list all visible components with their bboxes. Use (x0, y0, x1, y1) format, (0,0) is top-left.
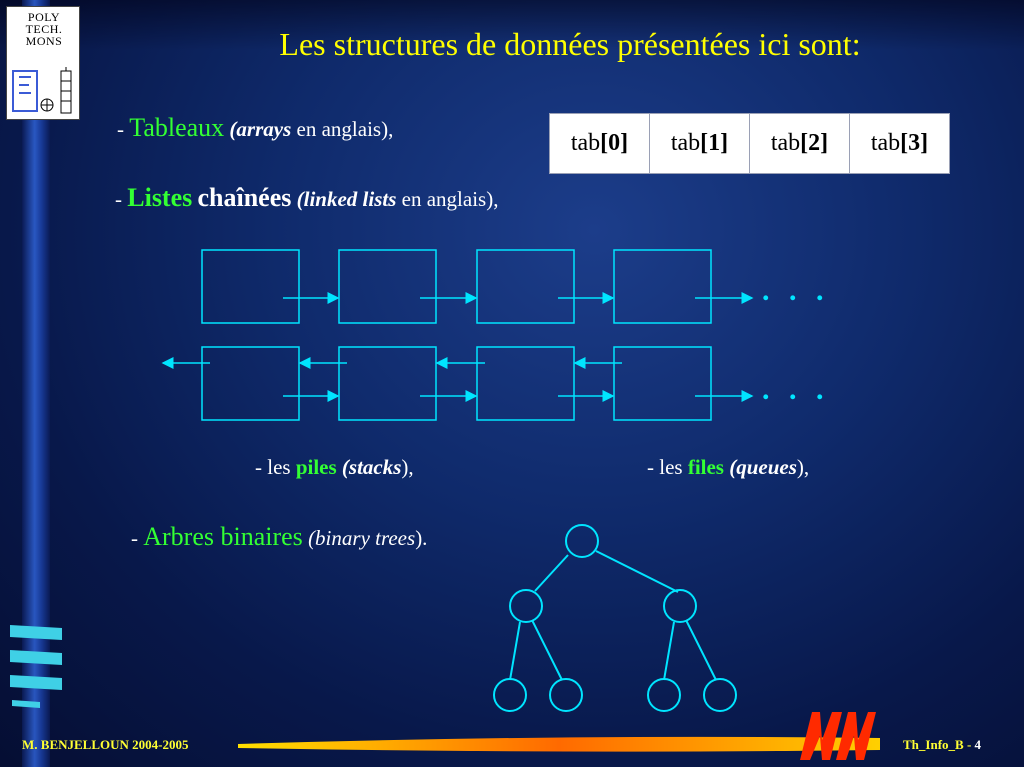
top-band (0, 0, 1024, 50)
footer-author: M. BENJELLOUN 2004-2005 (22, 737, 189, 752)
item-piles-rest: ), (401, 455, 414, 479)
tree-node-leaf (703, 678, 737, 712)
item-tableaux-english: (arrays (229, 117, 292, 141)
list-node (613, 249, 712, 324)
tree-edge (663, 621, 675, 681)
item-files-name: files (687, 455, 724, 479)
list-node (338, 249, 437, 324)
array-cell-prefix: tab (870, 130, 901, 156)
footer-course-name: Th_Info_B (903, 737, 964, 752)
item-tableaux-rest: en anglais), (291, 117, 394, 141)
item-listes-rest: en anglais), (396, 187, 499, 211)
footer-separator: - (963, 737, 975, 752)
item-listes-name-2: chaînées (197, 183, 292, 212)
array-cell-prefix: tab (770, 130, 801, 156)
array-cell-3: tab[3] (849, 113, 950, 174)
tree-node-leaf (493, 678, 527, 712)
item-listes: - Listes chaînées (linked lists en angla… (115, 183, 498, 213)
tree-node (509, 589, 543, 623)
footer-course: Th_Info_B - 4 (903, 737, 981, 753)
list-node (338, 346, 437, 421)
array-table: tab[0] tab[1] tab[2] tab[3] (549, 113, 950, 174)
item-piles: - les piles (stacks), (255, 455, 414, 480)
item-listes-name-1: Listes (127, 183, 193, 212)
logo-line-2: TECH. (25, 22, 63, 36)
footer-swoosh (238, 736, 880, 752)
slide-title: Les structures de données présentées ici… (279, 26, 861, 62)
item-tableaux: - Tableaux (arrays en anglais), (117, 113, 393, 143)
item-files-rest: ), (796, 455, 810, 479)
tree-edge (531, 619, 563, 681)
list-node (613, 346, 712, 421)
array-cell-prefix: tab (670, 130, 701, 156)
tree-edge (595, 550, 679, 593)
item-files-prefix: - les (647, 455, 688, 479)
item-piles-name: piles (295, 455, 337, 479)
singly-linked-list (201, 249, 754, 324)
list-node (201, 249, 300, 324)
tree-edge (685, 619, 717, 681)
item-dash: - (115, 187, 128, 211)
polytech-mons-logo: POLY TECH. MONS (6, 6, 80, 120)
ellipsis-2: . . . (762, 373, 830, 406)
item-arbres-english: (binary trees (308, 526, 416, 550)
array-cell-index: [0] (600, 130, 629, 156)
tree-node-leaf (549, 678, 583, 712)
tree-node (663, 589, 697, 623)
array-cell-index: [1] (700, 130, 729, 156)
item-files-english: (queues (729, 455, 797, 479)
item-piles-english: (stacks (341, 455, 402, 479)
tree-node-root (565, 524, 599, 558)
array-cell-0: tab[0] (549, 113, 650, 174)
item-dash: - (117, 117, 130, 141)
ellipsis-1: . . . (762, 274, 830, 307)
logo-line-1: POLY (27, 10, 61, 24)
item-arbres-name: Arbres binaires (143, 522, 303, 551)
array-cell-index: [2] (800, 130, 829, 156)
array-cell-index: [3] (900, 130, 929, 156)
list-node (476, 346, 575, 421)
item-listes-english: (linked lists (296, 187, 397, 211)
item-arbres-rest: ). (415, 526, 428, 550)
array-cell-2: tab[2] (749, 113, 850, 174)
tree-edge (534, 554, 569, 592)
array-cell-prefix: tab (570, 130, 601, 156)
footer-page-number: 4 (974, 737, 982, 752)
item-arbres: - Arbres binaires (binary trees). (131, 522, 427, 552)
logo-emblem-icon (12, 67, 72, 114)
tree-node-leaf (647, 678, 681, 712)
item-dash: - (131, 526, 144, 550)
binary-tree (493, 524, 737, 712)
tree-edge (509, 621, 521, 681)
logo-line-3: MONS (25, 34, 63, 48)
decorative-emblem-icon (10, 625, 62, 708)
logo-text: POLY TECH. MONS (9, 11, 79, 47)
array-cell-1: tab[1] (649, 113, 750, 174)
item-files: - les files (queues), (647, 455, 809, 480)
item-tableaux-name: Tableaux (129, 113, 225, 142)
left-decorative-bar (22, 0, 50, 767)
item-piles-prefix: - les (255, 455, 296, 479)
doubly-linked-list (161, 346, 754, 421)
footer-logo-icon (800, 712, 876, 760)
list-node (201, 346, 300, 421)
list-node (476, 249, 575, 324)
